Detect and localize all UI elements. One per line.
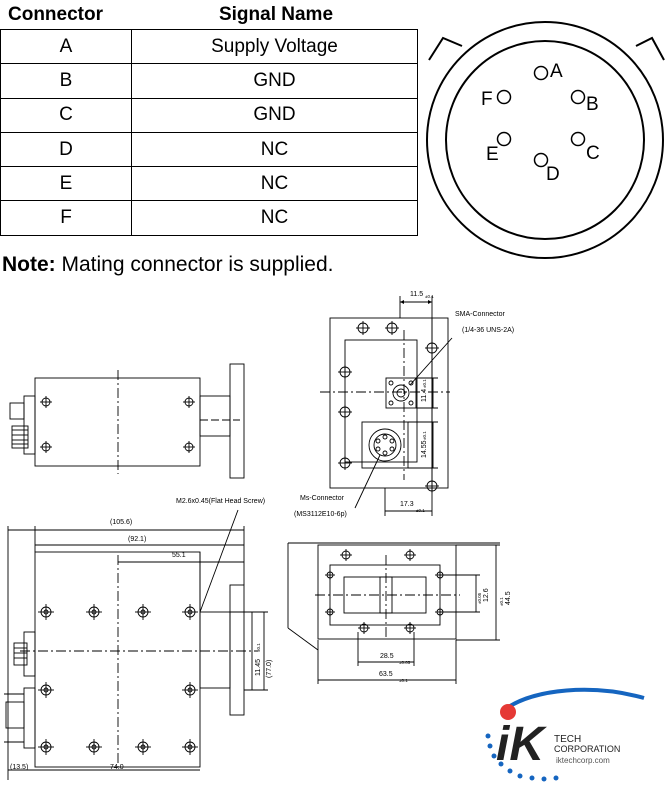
pin-cell: D [0, 131, 132, 168]
pin-label-d: D [546, 164, 560, 185]
flange-view: 12.6 ±0.05 44.5 ±0.1 28.5 ±0.05 63.5 ±0.… [287, 542, 512, 684]
tol-12-6: ±0.05 [477, 592, 482, 604]
screw-label: M2.6x0.45(Flat Head Screw) [176, 498, 265, 505]
logo-letters: iK [496, 718, 547, 771]
dim-28-5: 28.5 [380, 653, 394, 660]
dim-13-5: (13.5) [10, 764, 28, 771]
end-view-top: 11.5 ±0.1 11.4 ±0.1 14.55 ±0.1 [294, 291, 514, 518]
header-connector: Connector [8, 4, 103, 25]
dim-14-55: 14.55 [421, 440, 428, 458]
dim-11-5: 11.5 [410, 291, 423, 298]
tol-11-5: ±0.1 [425, 294, 434, 299]
screw-callout: M2.6x0.45(Flat Head Screw) [176, 498, 265, 613]
signal-cell: GND [131, 97, 418, 133]
logo-url: iktechcorp.com [556, 756, 610, 765]
pin-label-c: C [586, 143, 600, 164]
pin-label-e: E [486, 144, 499, 165]
dim-55-1: 55.1 [172, 552, 186, 559]
tol-17-3: ±0.1 [416, 508, 425, 513]
logo-dots [485, 733, 559, 782]
tol-14-55: ±0.1 [422, 431, 427, 440]
tol-28-5: ±0.05 [399, 660, 411, 665]
tol-11-45: ±0.1 [256, 643, 261, 652]
tol-44-5: ±0.1 [499, 597, 504, 606]
dim-77-0: (77.0) [266, 660, 273, 678]
pin-label-a: A [550, 61, 563, 82]
signal-cell: NC [131, 166, 418, 202]
dim-105-6: (105.6) [110, 519, 132, 526]
note-text: Note: Mating connector is supplied. [2, 253, 334, 277]
logo-line1: TECH [554, 734, 581, 745]
sma-thread-label: (1/4-36 UNS-2A) [462, 327, 514, 334]
dim-11-4: 11.4 [421, 389, 428, 402]
note-body: Mating connector is supplied. [55, 253, 334, 276]
pin-label-f: F [481, 89, 493, 110]
logo-swoosh [502, 687, 645, 712]
logo-line2: CORPORATION [554, 744, 620, 754]
sma-connector-label: SMA-Connector [455, 311, 505, 318]
pin-cell: F [0, 200, 132, 236]
note-label: Note: [2, 253, 56, 276]
dim-92-1: (92.1) [128, 536, 146, 543]
signal-cell: GND [131, 63, 418, 99]
dim-74-0: 74.0 [110, 764, 124, 771]
side-view-top [9, 363, 245, 479]
logo-dot-icon [500, 704, 516, 720]
tol-11-4: ±0.1 [422, 379, 427, 388]
pin-label-b: B [586, 94, 599, 115]
tol-63-5: ±0.1 [399, 678, 408, 683]
dim-63-5: 63.5 [379, 671, 393, 678]
signal-cell: NC [131, 200, 418, 236]
dim-11-45: 11.45 [255, 659, 262, 676]
connector-face-view: A B C D E F [426, 21, 665, 259]
ms-part-label: (MS3112E10-6p) [294, 511, 347, 518]
plan-view-bottom: (105.6) (92.1) 55.1 11.45 ±0.1 (77.0) (1… [4, 519, 273, 780]
ik-tech-logo: iK TECH CORPORATION iktechcorp.com [484, 684, 659, 784]
signal-cell: NC [131, 131, 418, 168]
dim-12-6: 12.6 [483, 588, 490, 602]
logo-graphic: iK TECH CORPORATION iktechcorp.com [485, 687, 645, 782]
pin-cell: C [0, 97, 132, 133]
ms-connector-label: Ms-Connector [300, 495, 345, 502]
dim-17-3: 17.3 [400, 501, 414, 508]
header-signal-name: Signal Name [218, 4, 334, 25]
dim-44-5: 44.5 [505, 591, 512, 605]
